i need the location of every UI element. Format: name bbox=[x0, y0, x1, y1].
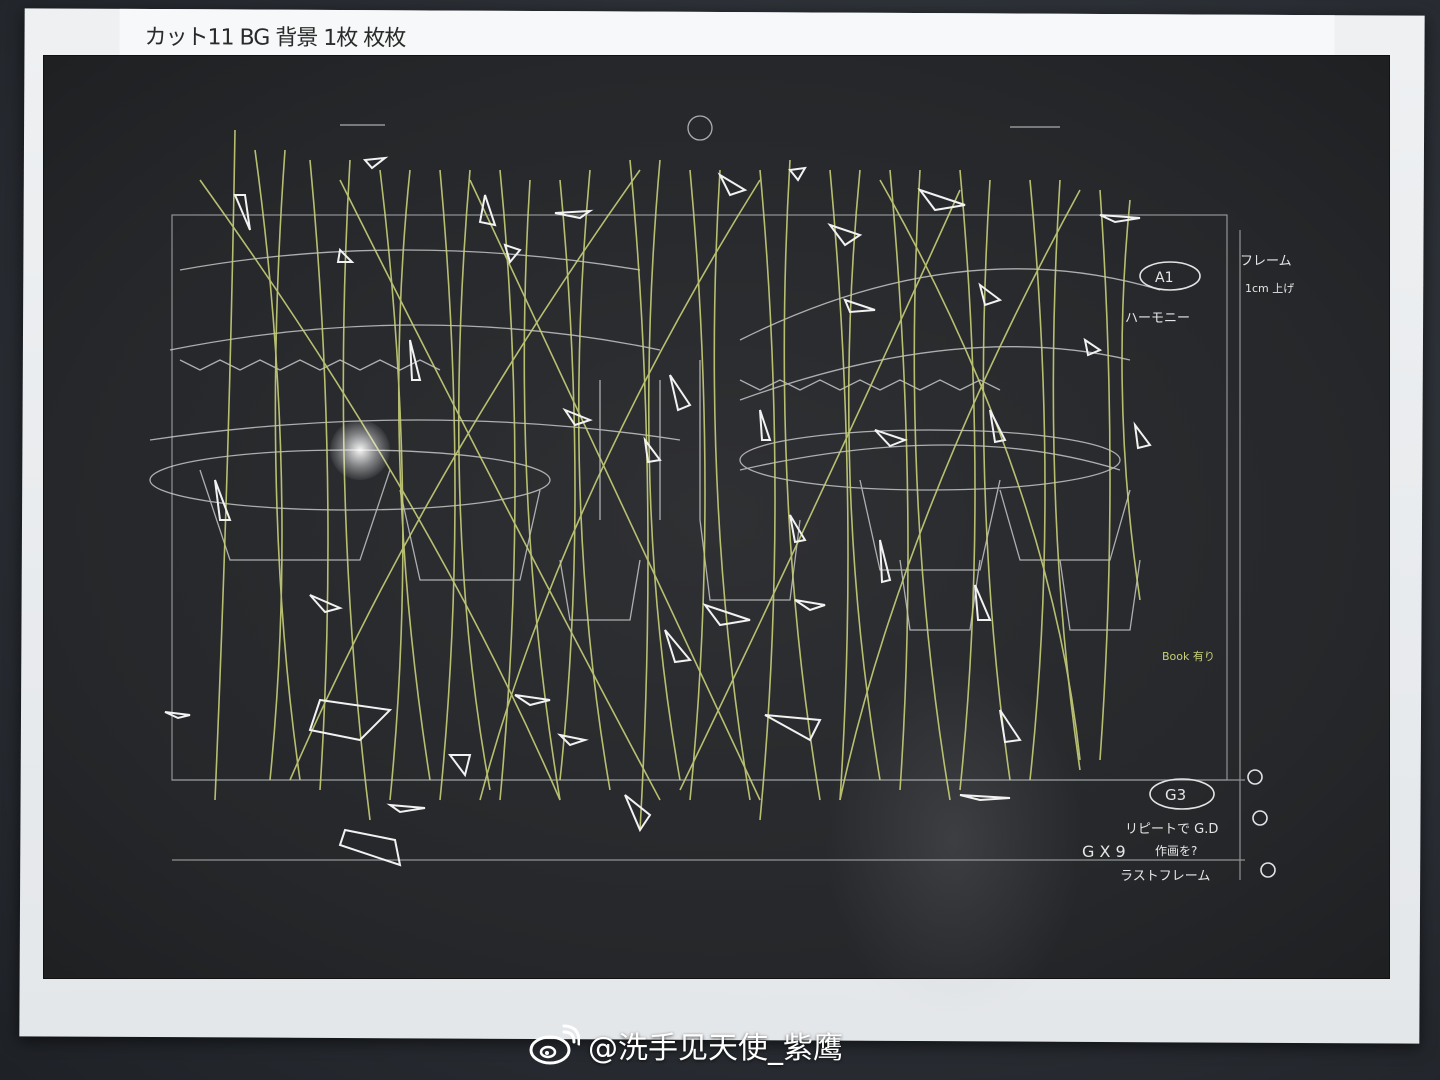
note-frame: フレーム bbox=[1240, 254, 1292, 269]
weibo-logo-icon bbox=[529, 1024, 580, 1065]
note-draw: 作画を? bbox=[1155, 844, 1197, 858]
glass-reflection bbox=[824, 656, 1084, 1026]
machinery-sketch bbox=[149, 115, 1161, 631]
note-book: Book 有り bbox=[1162, 649, 1215, 663]
note-g3: G3 bbox=[1165, 786, 1186, 804]
flash-glare bbox=[330, 420, 390, 480]
watermark-text: @洗手见天使_紫鹰 bbox=[588, 1031, 843, 1066]
mark-a1-circle bbox=[1139, 261, 1201, 291]
note-a1: A1 bbox=[1155, 270, 1173, 286]
note-gx9: G X 9 bbox=[1082, 842, 1126, 861]
note-last-frame: ラストフレーム bbox=[1120, 869, 1210, 884]
trajectory-lines bbox=[199, 129, 1141, 831]
annotation-text: フレーム 1cm 上げ A1 ハーモニー Book 有り G3 リピートで G.… bbox=[1082, 254, 1294, 884]
note-repeat: リピートで G.D bbox=[1125, 822, 1218, 837]
mark-g3-circle bbox=[1149, 778, 1215, 810]
note-frame-move: 1cm 上げ bbox=[1245, 282, 1294, 295]
note-harmony: ハーモニー bbox=[1125, 311, 1190, 326]
watermark: @洗手见天使_紫鹰 bbox=[528, 1020, 843, 1070]
annotation-marks bbox=[1139, 261, 1276, 878]
layout-board bbox=[43, 55, 1390, 1026]
debris-shards bbox=[164, 156, 1152, 867]
